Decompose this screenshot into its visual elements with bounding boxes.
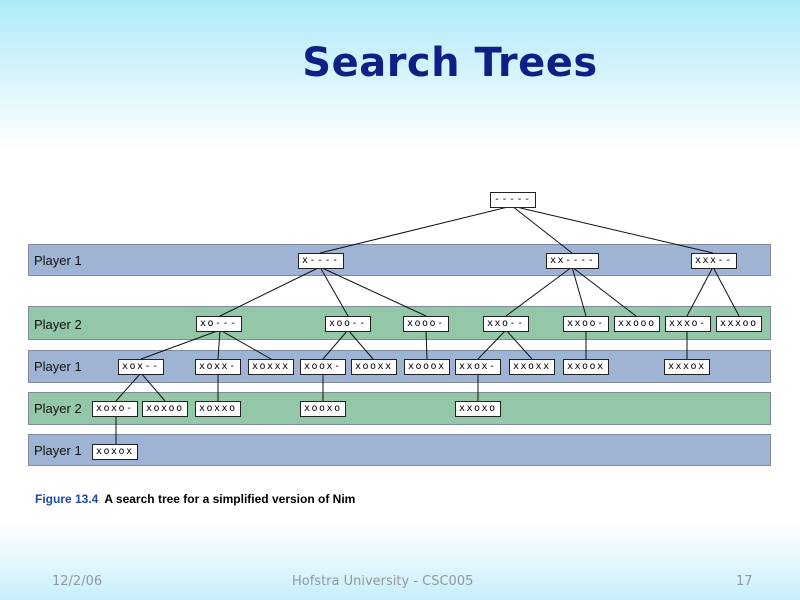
tree-node-l3: xooox — [404, 359, 450, 375]
edge — [571, 266, 637, 317]
tree-node-l2: xxoo- — [563, 316, 609, 332]
tree-node-l4: xoxxo — [195, 401, 241, 417]
tree-node-l1: x---- — [298, 253, 344, 269]
footer-page-number: 17 — [736, 574, 753, 589]
edge — [319, 266, 427, 317]
band-label: Player 1 — [34, 443, 82, 458]
figure-caption: Figure 13.4 A search tree for a simplifie… — [35, 492, 355, 506]
edge — [477, 329, 507, 360]
tree-node-l3: xxox- — [455, 359, 501, 375]
tree-node-l2: xxxo- — [665, 316, 711, 332]
tree-node-l4: xoxoo — [142, 401, 188, 417]
edge — [425, 329, 428, 360]
band-label: Player 2 — [34, 317, 82, 332]
edge — [217, 329, 221, 360]
tree-node-root: ----- — [490, 192, 536, 208]
tree-node-l4: xxoxo — [455, 401, 501, 417]
edge — [219, 266, 321, 317]
edge — [505, 329, 533, 360]
footer-date: 12/2/06 — [52, 574, 103, 589]
tree-node-l5: xoxox — [92, 444, 138, 460]
band-player-1-level-1: Player 1 — [28, 244, 771, 276]
footer-center: Hofstra University - CSC005 — [292, 574, 474, 589]
tree-node-l3: xoxx- — [195, 359, 241, 375]
edge — [511, 205, 573, 254]
edge — [571, 266, 587, 317]
tree-node-l4: xoxo- — [92, 401, 138, 417]
tree-node-l1: xx---- — [546, 253, 600, 269]
tree-node-l2: xxo-- — [483, 316, 529, 332]
tree-node-l3: xooxx — [351, 359, 397, 375]
tree-node-l4: xooxo — [300, 401, 346, 417]
edge — [219, 329, 272, 360]
tree-node-l2: xooo- — [403, 316, 449, 332]
band-label: Player 1 — [34, 359, 82, 374]
edge — [319, 205, 513, 254]
band-label: Player 2 — [34, 401, 82, 416]
edge — [712, 266, 740, 317]
tree-node-l3: xoox- — [300, 359, 346, 375]
tree-node-l3: xxoxx — [509, 359, 555, 375]
figure-label: Figure 13.4 — [35, 492, 99, 506]
tree-node-l2: xoo-- — [325, 316, 371, 332]
edge — [140, 329, 221, 360]
edge — [322, 329, 349, 360]
tree-node-l2: xxooo — [614, 316, 660, 332]
tree-node-l3: xxoox — [563, 359, 609, 375]
edge — [115, 372, 142, 402]
edge — [140, 372, 166, 402]
tree-node-l2: xxxoo — [716, 316, 762, 332]
edge — [686, 266, 714, 317]
edge — [505, 266, 573, 317]
edge — [319, 266, 349, 317]
tree-node-l3: xoxxx — [248, 359, 294, 375]
edge — [511, 205, 714, 254]
tree-node-l2: xo--- — [196, 316, 242, 332]
tree-node-l3: xox-- — [118, 359, 164, 375]
tree-node-l3: xxxox — [664, 359, 710, 375]
band-player-1-level-5: Player 1 — [28, 434, 771, 466]
figure-caption-text: A search tree for a simplified version o… — [104, 492, 356, 506]
tree-node-l1: xxx-- — [691, 253, 737, 269]
band-label: Player 1 — [34, 253, 82, 268]
edge — [347, 329, 374, 360]
slide-title: Search Trees — [302, 40, 598, 86]
